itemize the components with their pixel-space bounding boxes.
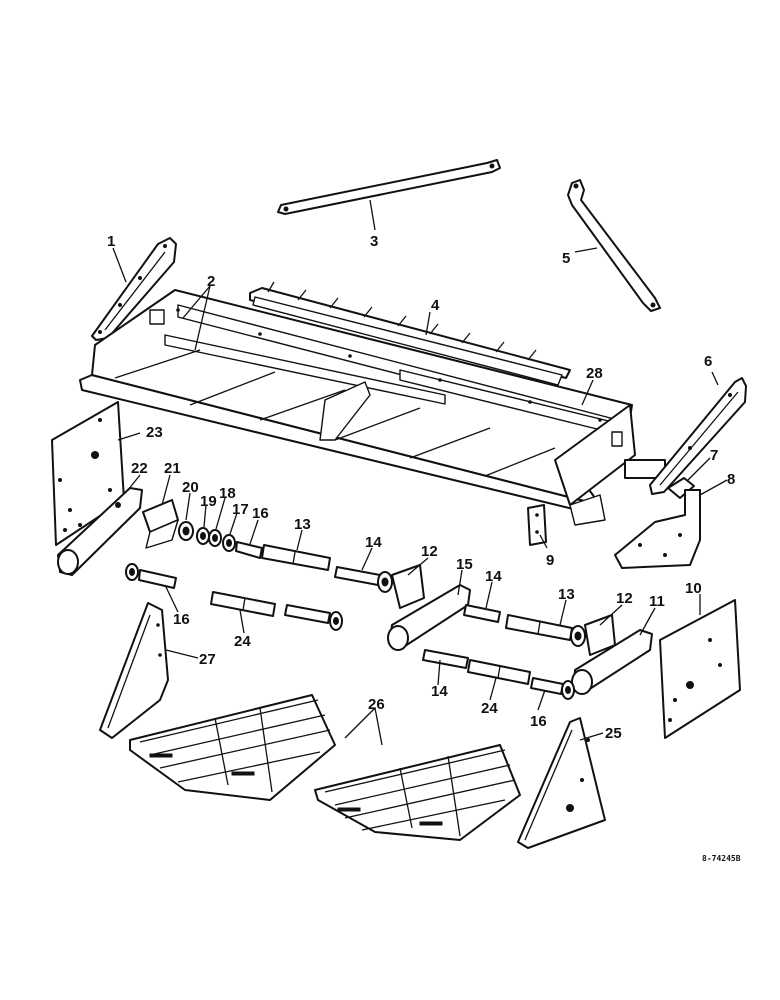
callout-10: 10 — [685, 580, 702, 597]
callout-19: 19 — [200, 493, 217, 510]
shaft-part-16-upper — [235, 541, 263, 559]
callout-26: 26 — [368, 696, 385, 713]
callout-12-upper: 12 — [421, 543, 438, 560]
callout-14-lower: 14 — [431, 683, 448, 700]
leader-lines — [112, 199, 728, 746]
bracket-part-6 — [649, 377, 747, 495]
roller-part-24-left — [210, 591, 343, 631]
callout-15: 15 — [456, 556, 473, 573]
callout-8: 8 — [727, 471, 735, 488]
brace-part-3 — [277, 159, 501, 215]
roller-part-13-right — [505, 614, 586, 647]
callout-16-lower-left: 16 — [173, 611, 190, 628]
side-plate-part-27 — [99, 602, 169, 739]
callout-14-middle: 14 — [485, 568, 502, 585]
callout-12-right: 12 — [616, 590, 633, 607]
callout-4: 4 — [431, 297, 440, 314]
callout-18: 18 — [219, 485, 236, 502]
callout-16-lower-right: 16 — [530, 713, 547, 730]
callout-28: 28 — [586, 365, 603, 382]
callout-7: 7 — [710, 447, 718, 464]
callout-23: 23 — [146, 424, 163, 441]
callout-24-left: 24 — [234, 633, 251, 650]
callout-27: 27 — [199, 651, 216, 668]
grid-assembly-part-26-right — [314, 744, 521, 841]
main-frame-part-28 — [79, 289, 666, 526]
callout-16-upper: 16 — [252, 505, 269, 522]
callout-2: 2 — [207, 273, 215, 290]
callout-24-middle: 24 — [481, 700, 498, 717]
callout-6: 6 — [704, 353, 712, 370]
callout-1: 1 — [107, 233, 115, 250]
callout-22: 22 — [131, 460, 148, 477]
side-sheet-part-10 — [659, 599, 741, 739]
washer-part-18 — [208, 529, 222, 547]
side-bracket-part-1 — [91, 237, 177, 341]
drawing-reference-number: 8-74245B — [702, 854, 741, 863]
clip-part-7 — [667, 477, 695, 499]
roller-part-13-upper — [261, 544, 331, 571]
bearing-part-12-upper — [377, 564, 425, 609]
plate-part-9 — [527, 504, 547, 546]
side-plate-part-25 — [517, 717, 606, 849]
callout-20: 20 — [182, 479, 199, 496]
plate-part-8 — [614, 489, 701, 569]
callout-labels: 1 2 3 4 5 6 7 8 9 10 11 12 12 13 13 14 1… — [107, 233, 735, 742]
shaft-part-16-lower-left — [125, 563, 177, 589]
washer-part-17 — [222, 534, 236, 552]
callout-25: 25 — [605, 725, 622, 742]
callout-21: 21 — [164, 460, 181, 477]
roller-part-24-middle — [467, 659, 531, 685]
shaft-part-14-upper — [334, 566, 381, 586]
brace-part-5 — [567, 179, 661, 312]
angle-strip-part-4 — [249, 281, 571, 386]
callout-14-upper: 14 — [365, 534, 382, 551]
washer-part-20 — [178, 521, 194, 541]
shaft-part-14-middle — [463, 604, 501, 623]
shaft-part-14-lower — [422, 649, 469, 669]
callout-3: 3 — [370, 233, 378, 250]
callout-5: 5 — [562, 250, 570, 267]
grid-assembly-part-26-left — [129, 694, 336, 801]
callout-13-right: 13 — [558, 586, 575, 603]
callout-11: 11 — [649, 593, 665, 610]
shaft-part-16-lower-right — [530, 677, 575, 700]
callout-13-upper: 13 — [294, 516, 311, 533]
washer-part-19 — [196, 527, 210, 545]
callout-17: 17 — [232, 501, 249, 518]
callout-9: 9 — [546, 552, 554, 569]
bearing-part-21 — [142, 499, 179, 549]
